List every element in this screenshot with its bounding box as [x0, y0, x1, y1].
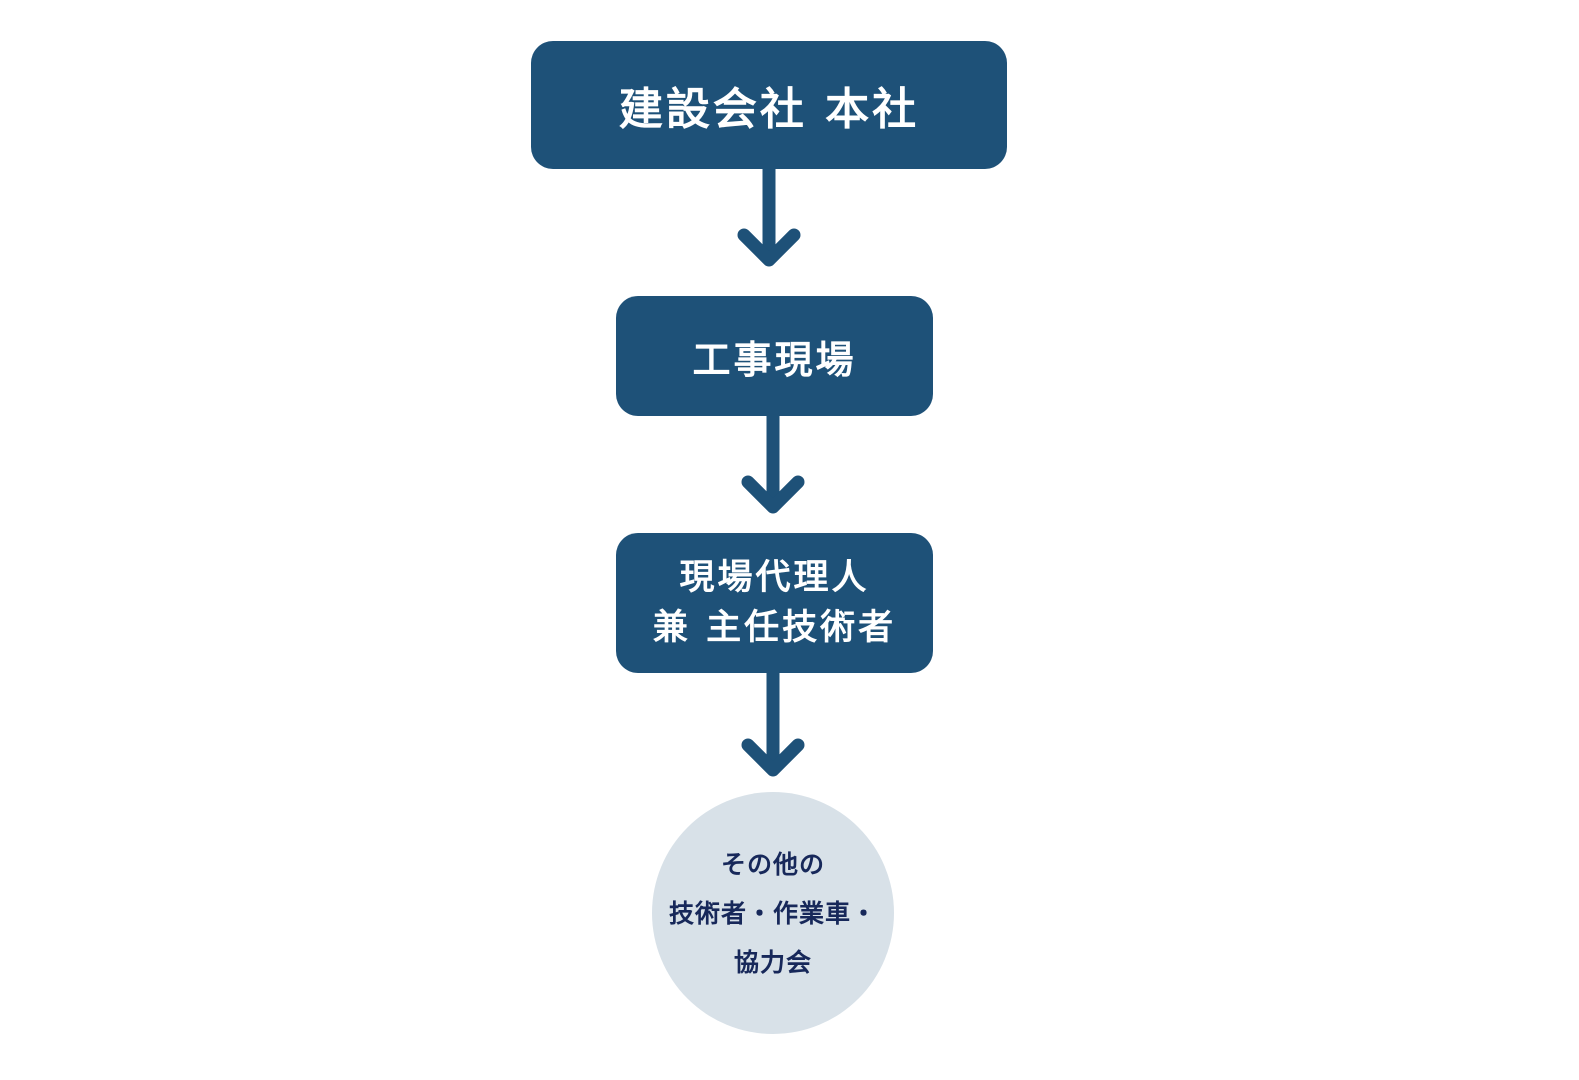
node-site-agent: 現場代理人 兼 主任技術者 [616, 533, 933, 673]
arrow-2 [741, 409, 805, 514]
node-construction-site-label: 工事現場 [692, 337, 857, 382]
node-site-agent-line1: 現場代理人 [679, 558, 870, 598]
node-others: その他の 技術者・作業車・ 協力会 [652, 792, 894, 1034]
node-others-line3: 協力会 [733, 947, 812, 977]
node-head-office-label: 建設会社 本社 [618, 84, 920, 135]
node-others-line2: 技術者・作業車・ [668, 898, 877, 928]
node-others-line1: その他の [720, 849, 825, 879]
arrow-1 [737, 162, 801, 267]
node-site-agent-line2: 兼 主任技術者 [652, 608, 897, 648]
arrow-3 [741, 666, 805, 777]
node-construction-site: 工事現場 [616, 296, 933, 416]
node-head-office: 建設会社 本社 [531, 41, 1007, 169]
